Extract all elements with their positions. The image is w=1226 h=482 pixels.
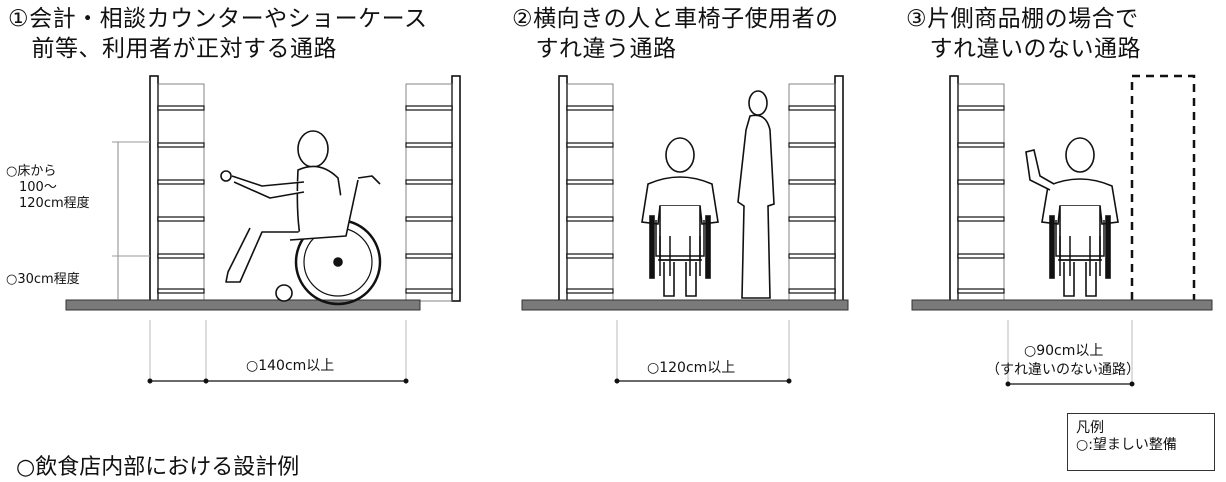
legend-title: 凡例 [1076, 420, 1104, 436]
legend-item: ○:望ましい整備 [1076, 437, 1177, 453]
scenario-3-drawing [911, 74, 1213, 387]
scenario-1-drawing [65, 75, 461, 384]
standing-person-side-icon [737, 90, 775, 299]
scenario-2-drawing [521, 75, 849, 384]
width-90-label: ○90cm以上 [1024, 343, 1104, 359]
wheelchair-user-side-icon [220, 130, 382, 306]
wheelchair-user-front-icon [641, 137, 719, 297]
height-low-label: ○30cm程度 [6, 272, 80, 287]
section-heading: ○飲食店内部における設計例 [16, 455, 300, 480]
optional-shelf-outline [1130, 74, 1196, 303]
scenario-2-title: ②横向きの人と車椅子使用者の すれ違う通路 [512, 6, 839, 62]
aisle-diagram [65, 74, 1213, 387]
height-range-label: ○床から 100～ 120cm程度 [6, 164, 90, 211]
width-140-label: ○140cm以上 [246, 358, 335, 374]
scenario-3-title: ③片側商品棚の場合で すれ違いのない通路 [906, 6, 1141, 62]
width-120-label: ○120cm以上 [647, 360, 736, 376]
legend-box: 凡例 ○:望ましい整備 [1067, 413, 1215, 471]
scenario-1-title: ①会計・相談カウンターやショーケース 前等、利用者が正対する通路 [8, 6, 428, 62]
width-90-note: （すれ違いのない通路） [986, 362, 1140, 378]
wheelchair-user-reaching-icon [1025, 137, 1119, 297]
